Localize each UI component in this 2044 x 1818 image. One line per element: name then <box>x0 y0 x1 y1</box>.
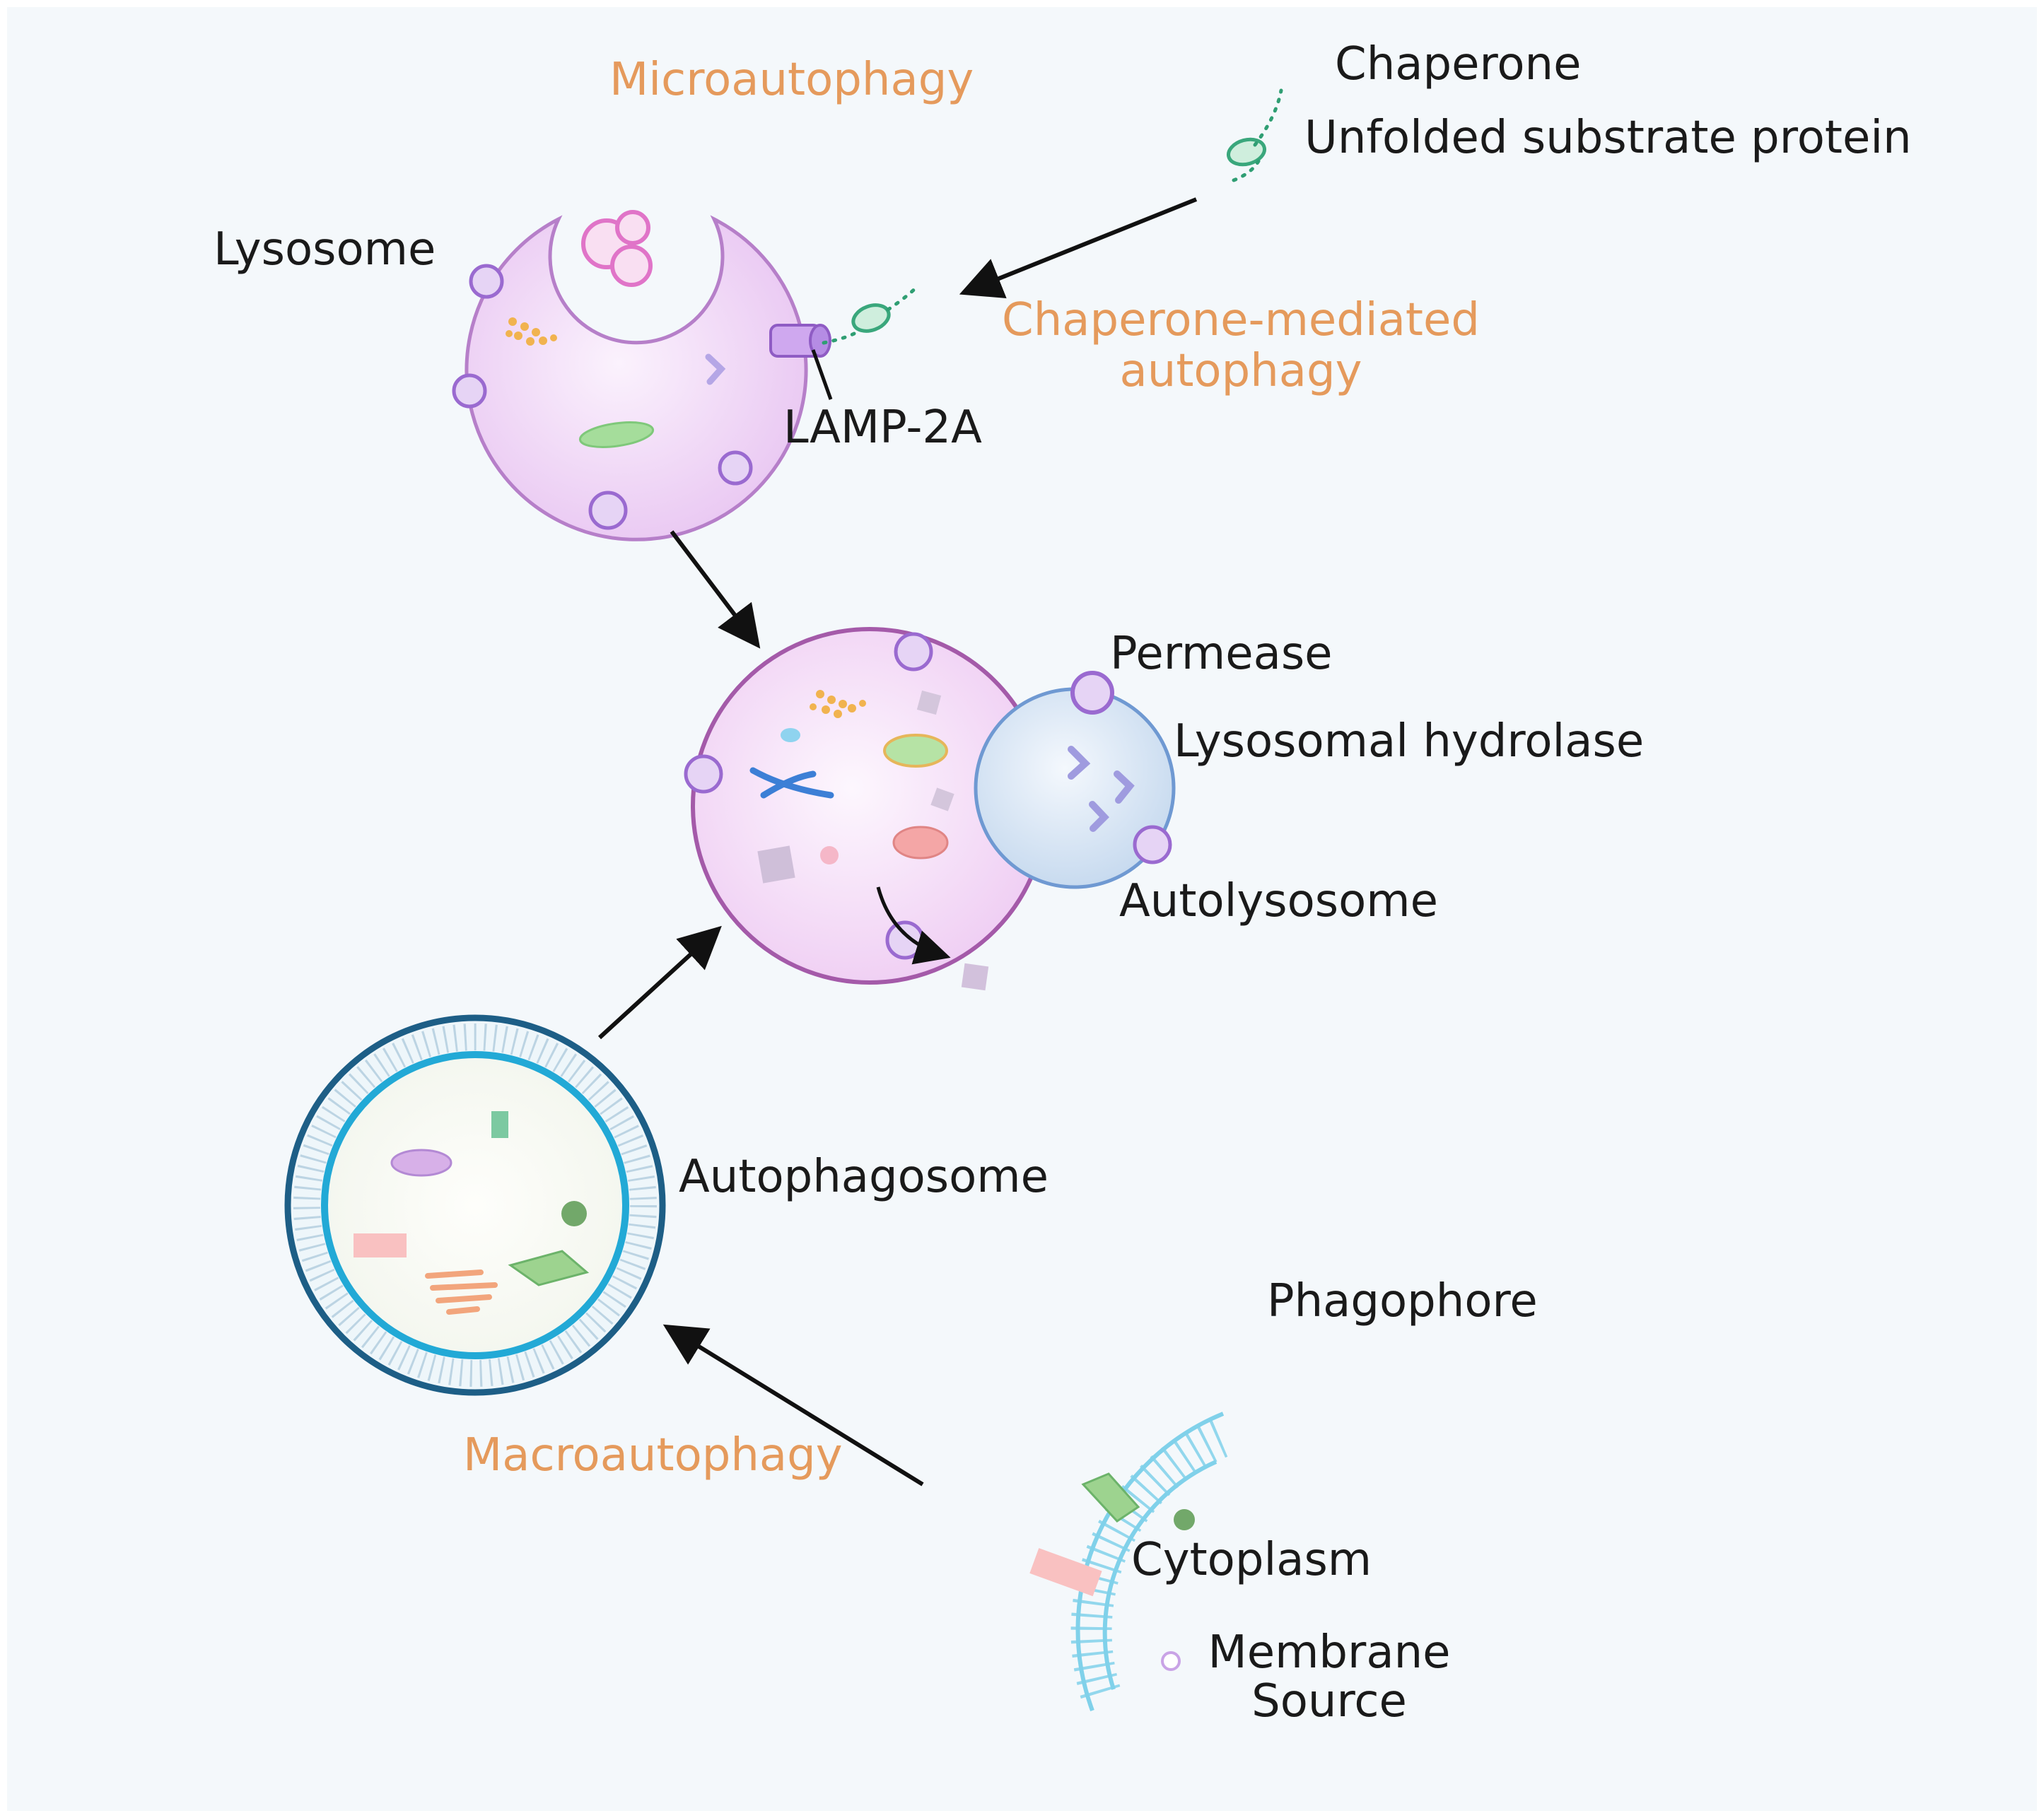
cargo-fragment <box>916 690 942 715</box>
lamp2a-channel-end <box>809 324 831 358</box>
membrane-protein <box>1133 825 1172 864</box>
hydrolase <box>1089 801 1109 832</box>
autophagosome-cell <box>284 1014 666 1396</box>
label-cytoplasm: Cytoplasm <box>1131 1534 1372 1586</box>
membrane-protein <box>885 920 925 960</box>
cargo-organelle <box>892 826 949 860</box>
label-lysosomal-hydrolase: Lysosomal hydrolase <box>1174 715 1645 768</box>
autophagosome-lumen-ring <box>293 1024 657 1387</box>
arrow-chaperone-to-lamp2a <box>959 197 1198 298</box>
cargo-organelle <box>390 1149 452 1177</box>
label-phagophore: Phagophore <box>1267 1275 1538 1327</box>
arrow-phagophore-to-autophagosome <box>662 1324 924 1486</box>
label-permease: Permease <box>1110 628 1333 680</box>
label-lamp2a: LAMP-2A <box>783 401 982 454</box>
membrane-protein <box>684 754 723 794</box>
label-microautophagy: Microautophagy <box>609 54 974 106</box>
membrane-protein <box>469 264 504 299</box>
cargo-stacked-membranes <box>425 1269 498 1315</box>
cargo-mitochondrion <box>883 734 948 768</box>
engulfed-vesicle <box>610 245 653 287</box>
membrane-protein <box>452 373 487 409</box>
lamp2a-leader-line <box>811 349 833 400</box>
label-lysosome: Lysosome <box>214 223 436 276</box>
chaperone-free <box>1227 88 1283 182</box>
cargo-vesicle <box>781 728 800 742</box>
cargo-chloroplast-like <box>1081 1472 1140 1523</box>
label-chaperone-mediated-autophagy: Chaperone-mediated autophagy <box>979 295 1502 397</box>
label-macroautophagy: Macroautophagy <box>463 1429 843 1482</box>
cargo-dots <box>810 690 866 718</box>
cargo-fragment <box>749 767 834 799</box>
phagophore-membrane-inner <box>1102 1460 1217 1690</box>
label-chaperone: Chaperone <box>1335 38 1582 90</box>
label-membrane-source: Membrane Source <box>1188 1626 1471 1728</box>
label-unfolded-substrate-protein: Unfolded substrate protein <box>1304 112 1912 164</box>
cargo-dots <box>506 317 557 346</box>
engulfed-vesicle <box>615 210 650 245</box>
membrane-source-icon <box>1161 1651 1181 1671</box>
cargo-fragment <box>705 353 726 385</box>
label-autolysosome: Autolysosome <box>1119 875 1438 927</box>
arrow-autophagosome-to-autolysosome <box>597 925 722 1040</box>
membrane-protein <box>718 450 753 486</box>
cargo-fragment <box>491 1111 508 1138</box>
cargo-fragment <box>757 845 795 884</box>
cargo-organelle <box>1029 1548 1102 1597</box>
cargo-vesicle <box>561 1201 587 1226</box>
released-product <box>961 963 989 991</box>
phagophore <box>1029 1412 1228 1712</box>
membrane-protein <box>588 491 628 530</box>
phagophore-ribs <box>1070 1419 1228 1707</box>
efflux-arrow <box>876 886 951 965</box>
chaperone-substrate-docking <box>822 284 920 345</box>
label-autophagosome: Autophagosome <box>679 1151 1049 1203</box>
permease-protein <box>1070 671 1114 715</box>
hydrolase <box>1114 770 1135 804</box>
autolysosome-cell <box>684 627 1176 991</box>
cargo-vesicle <box>1174 1509 1195 1530</box>
lysosome-cell <box>452 210 833 541</box>
label-chaperone-mediated-line2: autophagy <box>1119 344 1362 397</box>
label-membrane-source-line2: Source <box>1251 1675 1407 1728</box>
label-chaperone-mediated-line1: Chaperone-mediated <box>1002 294 1480 346</box>
label-membrane-source-line1: Membrane <box>1208 1626 1451 1679</box>
background-panel <box>7 7 2037 1811</box>
hydrolase <box>1068 746 1091 780</box>
membrane-protein <box>894 632 933 672</box>
cargo-organelle <box>354 1233 407 1257</box>
cargo-vesicle <box>820 846 839 864</box>
cargo-chloroplast-like <box>508 1250 590 1286</box>
cargo-mitochondrion <box>578 421 655 448</box>
cargo-fragment <box>930 787 954 811</box>
arrow-lysosome-to-autolysosome <box>670 530 761 649</box>
